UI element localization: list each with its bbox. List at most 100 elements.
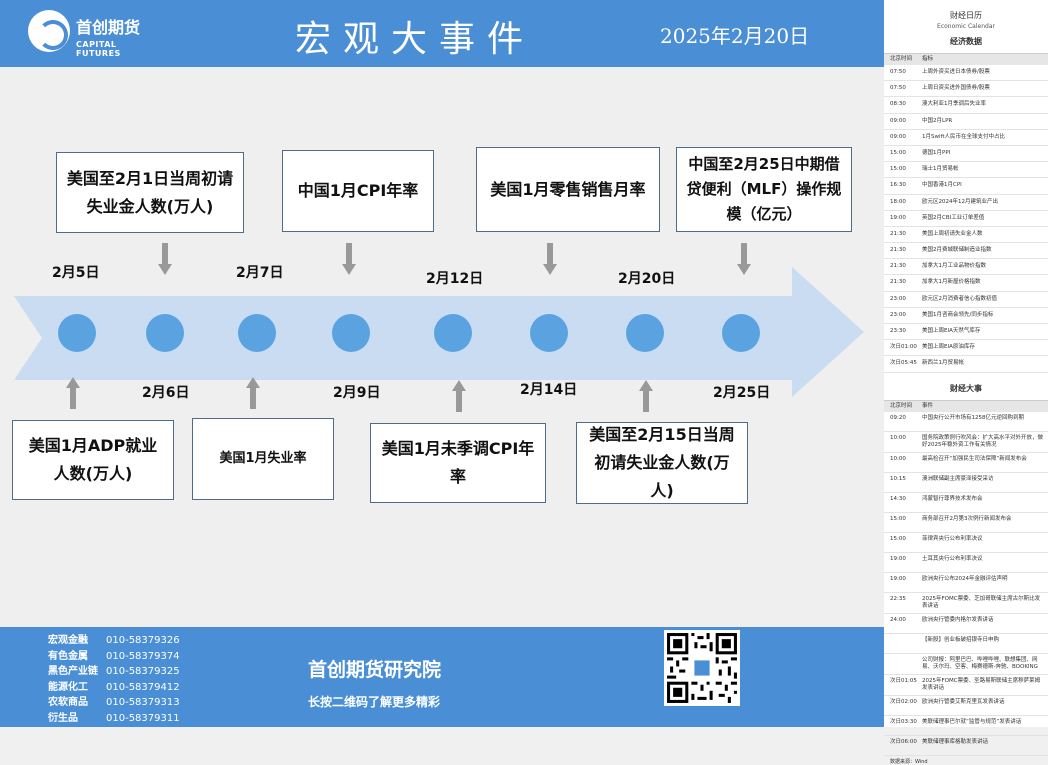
- row-event: 菲律宾央行公布利率决议: [922, 535, 983, 542]
- phone-number: 010-58379313: [106, 697, 180, 708]
- row-event: 美联储理事巴尔就“监管与规范”发表讲话: [922, 718, 1022, 725]
- table-row: 15:00 菲律宾央行公布利率决议: [884, 533, 1048, 553]
- row-time: 15:00: [890, 535, 906, 542]
- header-bar: 首创期货 CAPITAL FUTURES 宏观大事件 2025年2月20日: [0, 0, 884, 67]
- row-indicator: 美国上周初请失业金人数: [922, 230, 983, 237]
- arrow-up-icon: [639, 380, 653, 412]
- row-indicator: 欧元区2月消费者信心指数初值: [922, 295, 998, 302]
- row-event: 欧洲央行公布2024年金融评估声明: [922, 575, 1008, 582]
- event-box-bottom-3: 美国1月未季调CPI年率: [370, 423, 546, 503]
- row-time: 15:00: [890, 149, 906, 156]
- row-event: 欧洲央行管委内格尔发表讲话: [922, 616, 994, 623]
- row-indicator: 美国2月费城联储制造业指数: [922, 247, 992, 254]
- date-label-bottom-4: 2月25日: [713, 385, 771, 401]
- event-box-top-3: 美国1月零售销售月率: [476, 147, 660, 232]
- contact-row: 有色金属 010-58379374: [48, 649, 180, 665]
- date-label-top-3: 2月12日: [426, 271, 484, 287]
- row-event: 中国央行公开市场有1258亿元逆回购到期: [922, 414, 1024, 421]
- event-text: 美国1月未季调CPI年率: [381, 439, 535, 486]
- row-time: [884, 637, 922, 650]
- calendar-title-en: Economic Calendar: [937, 23, 995, 30]
- event-text: 美国至2月15日当周初请失业金人数(万人): [589, 425, 735, 500]
- row-time: 15:00: [890, 166, 906, 173]
- row-time: 10:00: [890, 455, 906, 462]
- row-event: 【新股】创业板破招银寺日申购: [922, 636, 1000, 643]
- row-event: 公司财报：阿里巴巴、哔哩哔哩、联想集团、网易、沃尔玛、空客、梅赛德斯-奔驰、BO…: [922, 656, 1038, 670]
- arrow-down-icon: [158, 243, 172, 275]
- calendar-title: 财经日历: [950, 11, 982, 20]
- row-indicator: 1月Swift人民币在全球支付中占比: [922, 133, 1006, 140]
- timeline-poster: 首创期货 CAPITAL FUTURES 宏观大事件 2025年2月20日 美国…: [0, 0, 884, 727]
- row-indicator: 美国上周EIA天然气库存: [922, 328, 981, 334]
- arrow-down-icon: [737, 243, 751, 275]
- col-time: 北京时间: [890, 402, 913, 409]
- timeline-dot: [146, 314, 184, 352]
- row-time: 07:50: [890, 69, 906, 75]
- timeline-dot: [58, 314, 96, 352]
- dept-name: 能源化工: [48, 681, 88, 693]
- event-box-top-1: 美国至2月1日当周初请失业金人数(万人): [56, 152, 244, 233]
- timeline-arrow: [14, 267, 864, 397]
- row-time: 10:15: [890, 475, 906, 482]
- row-time: 18:00: [890, 198, 906, 205]
- data-table-header: 北京时间指标: [884, 53, 1048, 65]
- contact-row: 能源化工 010-58379412: [48, 680, 180, 696]
- phone-number: 010-58379374: [106, 650, 180, 662]
- event-box-bottom-4: 美国至2月15日当周初请失业金人数(万人): [576, 422, 748, 504]
- row-time: 次日05:45: [890, 360, 917, 367]
- row-indicator: 新西兰1月贸易帐: [922, 360, 964, 367]
- row-time: 09:00: [890, 117, 906, 124]
- phone-number: 010-58379412: [106, 681, 180, 693]
- row-time: 次日01:05: [890, 677, 917, 684]
- event-text: 美国至2月1日当周初请失业金人数(万人): [66, 168, 234, 216]
- date-label-bottom-2: 2月9日: [333, 385, 381, 401]
- table-row: 19:00 欧洲央行公布2024年金融评估声明: [884, 573, 1048, 593]
- timeline-dot: [238, 314, 276, 352]
- page-date: 2025年2月20日: [660, 24, 810, 48]
- row-event: 2025年FOMC票委、圣路易斯联储主席穆萨莱姆发表讲话: [922, 677, 1041, 691]
- slogan-text: 长按二维码了解更多精彩: [308, 695, 441, 709]
- timeline-dot: [434, 314, 472, 352]
- dept-name: 有色金属: [48, 650, 88, 662]
- phone-number: 010-58379326: [106, 635, 180, 646]
- qr-code-icon[interactable]: [664, 630, 740, 706]
- row-indicator: 美国1月咨商会领先/同步指标: [922, 311, 994, 318]
- dept-name: 衍生品: [48, 712, 78, 724]
- row-time: 22:35: [890, 595, 906, 602]
- event-box-top-2: 中国1月CPI年率: [282, 150, 434, 232]
- phone-number: 010-58379325: [106, 666, 180, 677]
- arrow-up-icon: [452, 380, 466, 412]
- source-note: 数据来源：Wind: [890, 758, 928, 765]
- row-time: 19:00: [890, 575, 906, 582]
- company-logo: 首创期货 CAPITAL FUTURES: [28, 8, 158, 58]
- row-time: 次日06:00: [890, 738, 917, 745]
- date-label-top-4: 2月20日: [618, 271, 676, 287]
- arrow-down-icon: [543, 243, 557, 275]
